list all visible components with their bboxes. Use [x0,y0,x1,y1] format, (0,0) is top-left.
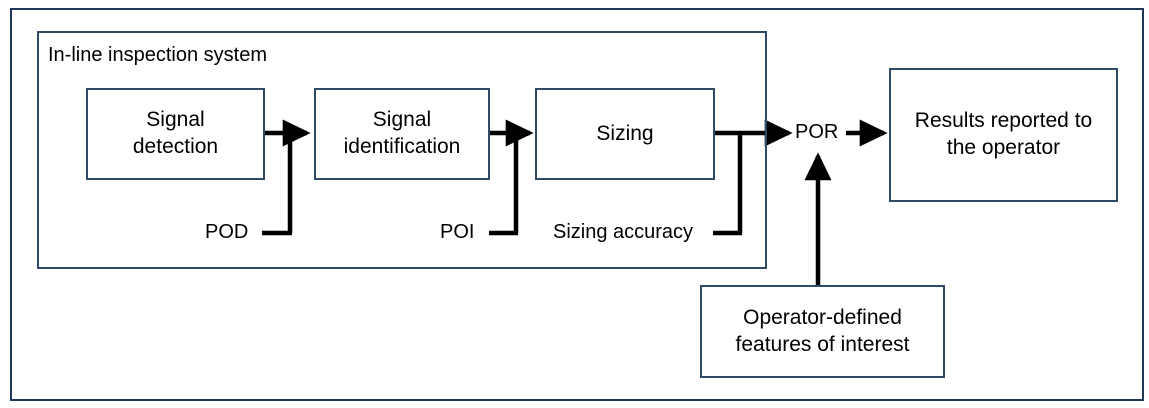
process-box-signal-identification[interactable]: Signal identification [314,88,490,180]
operator-line2: features of interest [735,332,910,356]
operator-line1: Operator-defined [743,305,902,329]
metric-label-pod: POD [205,221,249,243]
connector-pod [262,133,293,236]
process-box-sizing-text: Sizing [590,121,659,148]
process-box-signal-detection[interactable]: Signal detection [86,88,265,180]
operator-defined-features-box[interactable]: Operator-defined features of interest [700,285,945,378]
connector-poi [489,133,519,236]
in-line-inspection-system-frame [37,31,767,269]
results-reported-text: Results reported to the operator [909,108,1098,162]
outer-frame [10,8,1144,401]
signal-detection-line1: Signal [146,108,205,132]
process-box-sizing[interactable]: Sizing [535,88,715,180]
signal-detection-line2: detection [132,135,219,158]
por-label: POR [795,121,839,143]
signal-identification-line1: Signal [372,108,432,132]
connector-sizing-accuracy [713,133,743,236]
signal-identification-line2: identification [343,135,461,158]
metric-label-poi: POI [440,221,475,243]
results-line2: the operator [946,136,1061,159]
results-reported-box[interactable]: Results reported to the operator [889,68,1118,202]
operator-defined-features-text: Operator-defined features of interest [730,305,916,359]
sizing-line1: Sizing [596,121,654,145]
in-line-inspection-system-label: In-line inspection system [48,44,267,66]
process-box-signal-identification-text: Signal identification [338,107,467,161]
process-box-signal-detection-text: Signal detection [127,107,224,161]
results-line1: Results reported to [914,109,1093,133]
metric-label-sizing-accuracy: Sizing accuracy [553,221,694,243]
